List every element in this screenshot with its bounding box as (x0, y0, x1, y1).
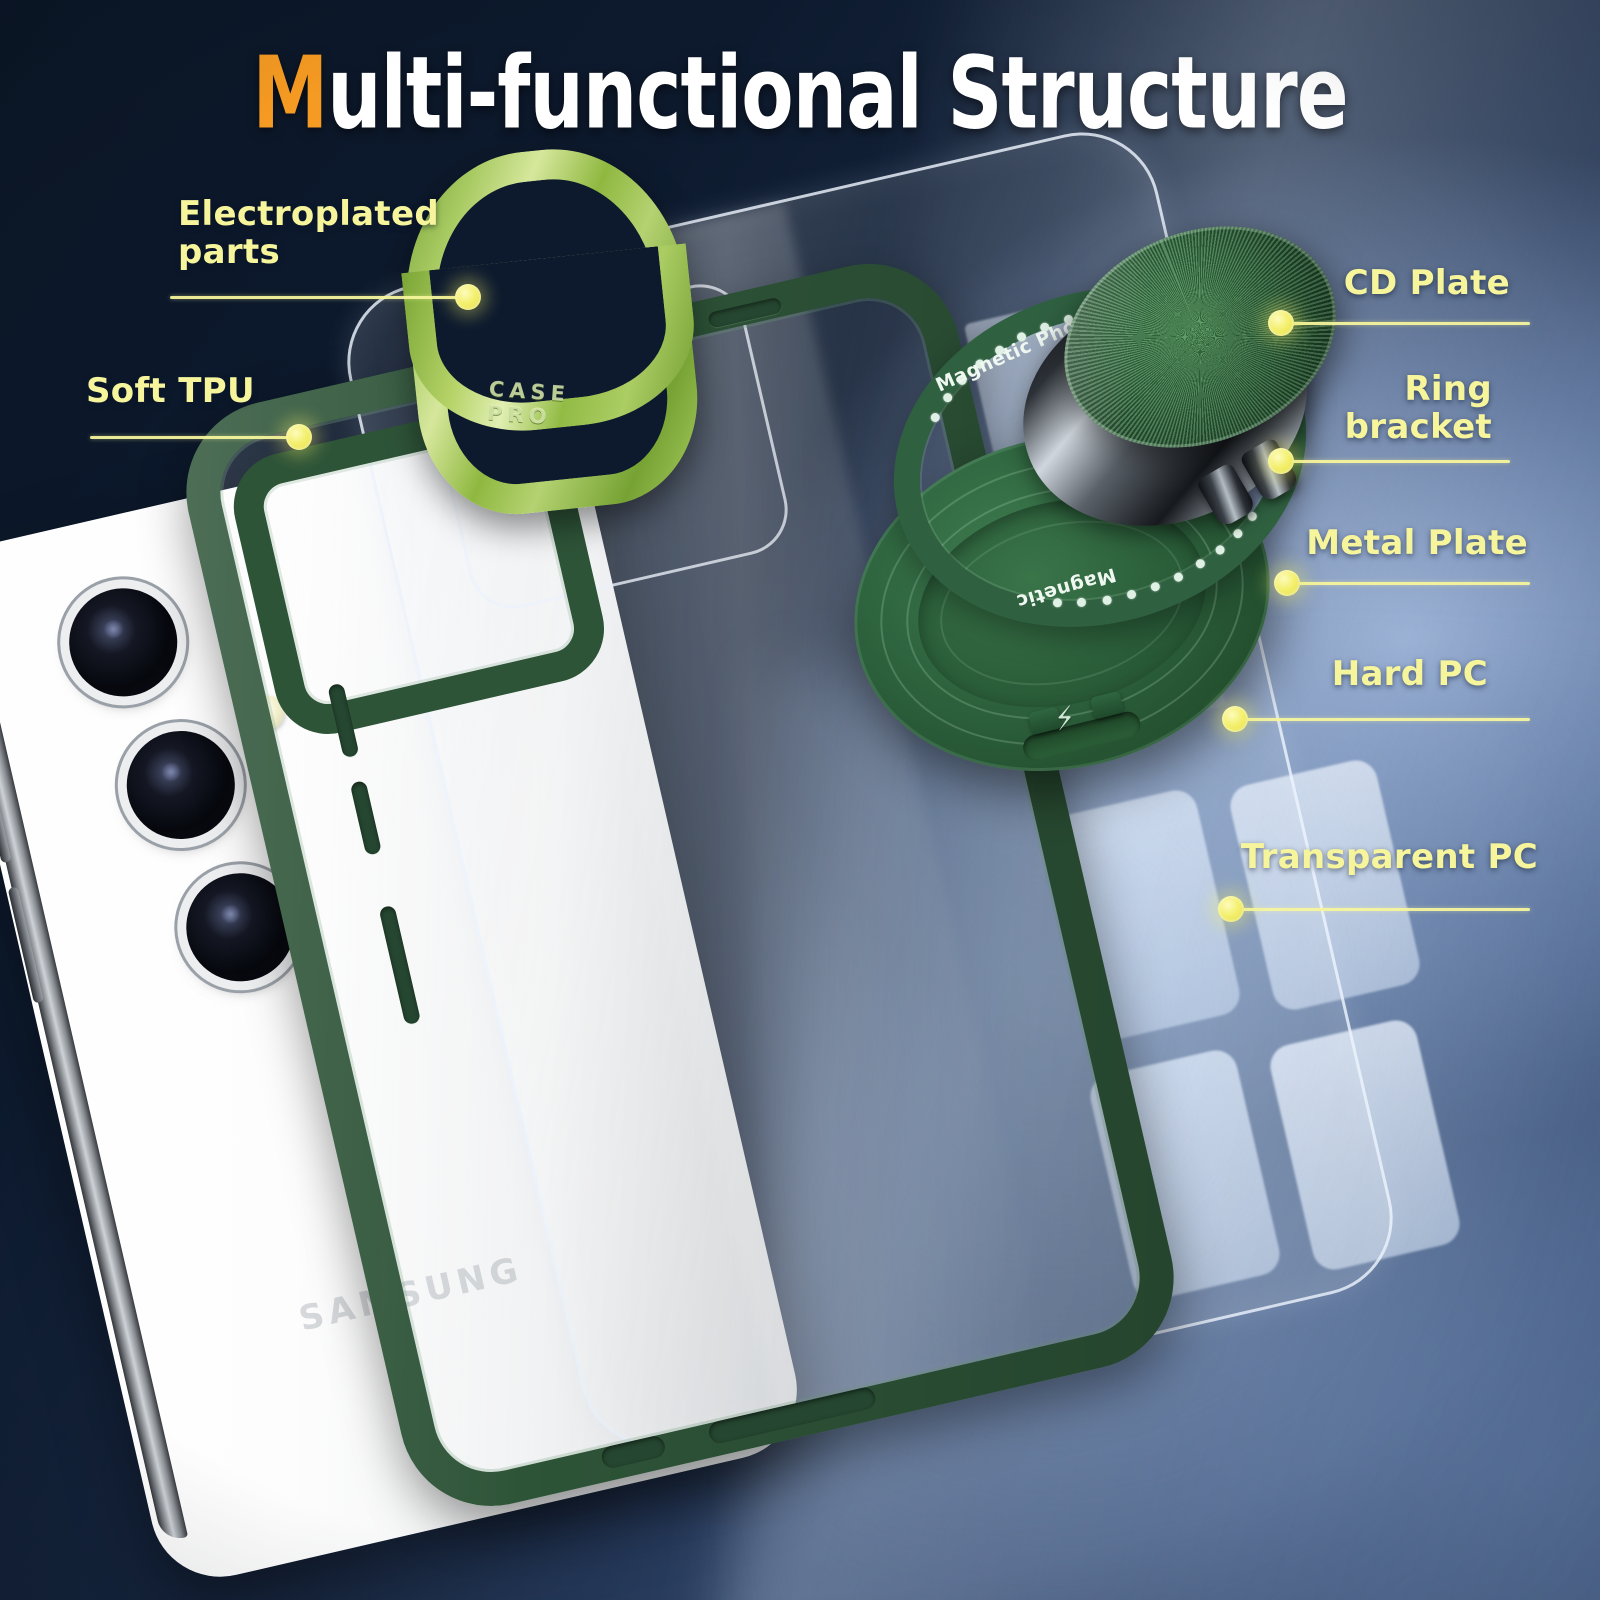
callout-label-transparent-pc: Transparent PC (1098, 838, 1538, 876)
leader-line-metal-plate (1292, 582, 1530, 585)
callout-label-metal-plate: Metal Plate (1128, 524, 1528, 562)
callout-dot-cd-plate[interactable] (1268, 310, 1294, 336)
leader-line-hard-pc (1240, 718, 1530, 721)
callout-dot-soft-tpu[interactable] (286, 424, 312, 450)
leader-line-electroplated-parts (170, 296, 470, 299)
title-rest: ulti-functional Structure (327, 36, 1348, 152)
callout-dot-electroplated-parts[interactable] (455, 284, 481, 310)
callout-dot-metal-plate[interactable] (1274, 570, 1300, 596)
callout-label-cd-plate: CD Plate (1130, 264, 1510, 302)
page-title: Multi-functional Structure (56, 36, 1544, 152)
title-accent-letter: M (252, 36, 328, 152)
callout-label-hard-pc: Hard PC (1108, 655, 1488, 693)
callout-dot-ring-bracket[interactable] (1268, 448, 1294, 474)
leader-line-ring-bracket (1285, 460, 1510, 463)
leader-line-transparent-pc (1240, 908, 1530, 911)
leader-line-soft-tpu (90, 436, 295, 439)
callout-dot-hard-pc[interactable] (1222, 706, 1248, 732)
callout-label-soft-tpu: Soft TPU (86, 372, 386, 410)
callout-label-electroplated-parts: Electroplated parts (178, 195, 508, 271)
leader-line-cd-plate (1285, 322, 1530, 325)
callout-dot-transparent-pc[interactable] (1218, 896, 1244, 922)
callout-label-ring-bracket: Ring bracket (1112, 370, 1492, 446)
